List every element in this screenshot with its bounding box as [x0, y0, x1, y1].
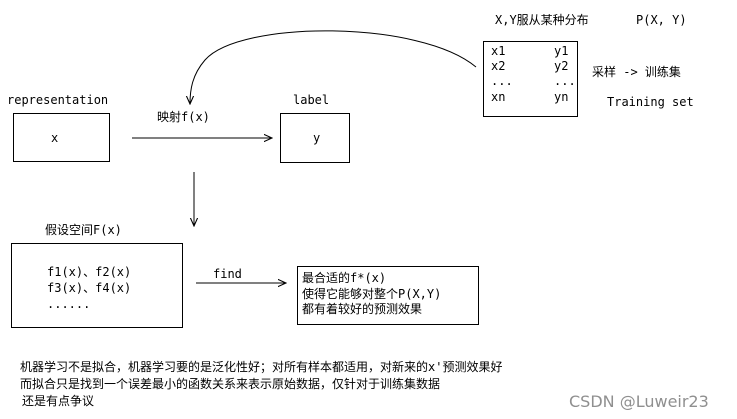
- label-value: y: [313, 131, 321, 145]
- result-line-3: 都有着较好的预测效果: [302, 302, 423, 316]
- representation-value: x: [51, 131, 59, 145]
- sample-y2: y2: [554, 59, 569, 73]
- distribution-p-label: P(X, Y): [636, 13, 687, 27]
- result-box: 最合适的f*(x) 使得它能够对整个P(X,Y) 都有着较好的预测效果: [297, 266, 479, 325]
- sample-yn: yn: [554, 90, 569, 104]
- result-line-2: 使得它能够对整个P(X,Y): [302, 287, 442, 301]
- sample-x2: x2: [491, 59, 506, 73]
- representation-heading: representation: [7, 93, 109, 107]
- result-line-1: 最合适的f*(x): [302, 271, 387, 285]
- curved-arrow-sampling-to-mapping: [190, 30, 477, 104]
- mapping-label: 映射f(x): [157, 110, 210, 124]
- sample-y-ellipsis: ...: [554, 74, 576, 88]
- watermark: CSDN @Luweir23: [569, 392, 709, 411]
- hypothesis-heading: 假设空间F(x): [45, 223, 122, 237]
- sample-x-ellipsis: ...: [491, 74, 513, 88]
- note-line-2: 而拟合只是找到一个误差最小的函数关系来表示原始数据，仅针对于训练集数据: [20, 377, 441, 391]
- training-set-label: Training set: [607, 95, 694, 109]
- sample-x1: x1: [491, 44, 506, 58]
- hypothesis-line-2: f3(x)、f4(x): [47, 281, 132, 295]
- note-line-1: 机器学习不是拟合，机器学习要的是泛化性好；对所有样本都适用，对新来的x'预测效果…: [20, 360, 503, 374]
- label-box: y: [280, 113, 350, 163]
- training-set-box: x1 y1 x2 y2 ... ... xn yn: [483, 41, 578, 117]
- hypothesis-line-3: ......: [47, 297, 91, 311]
- distribution-title: X,Y服从某种分布: [495, 13, 589, 27]
- label-heading: label: [293, 93, 330, 107]
- representation-box: x: [13, 113, 110, 162]
- hypothesis-box: f1(x)、f2(x) f3(x)、f4(x) ......: [11, 243, 183, 328]
- find-label: find: [213, 267, 242, 281]
- note-line-3: 还是有点争议: [22, 394, 95, 408]
- hypothesis-line-1: f1(x)、f2(x): [47, 265, 132, 279]
- sampling-label: 采样 -> 训练集: [592, 65, 681, 79]
- sample-xn: xn: [491, 90, 506, 104]
- sample-y1: y1: [554, 44, 569, 58]
